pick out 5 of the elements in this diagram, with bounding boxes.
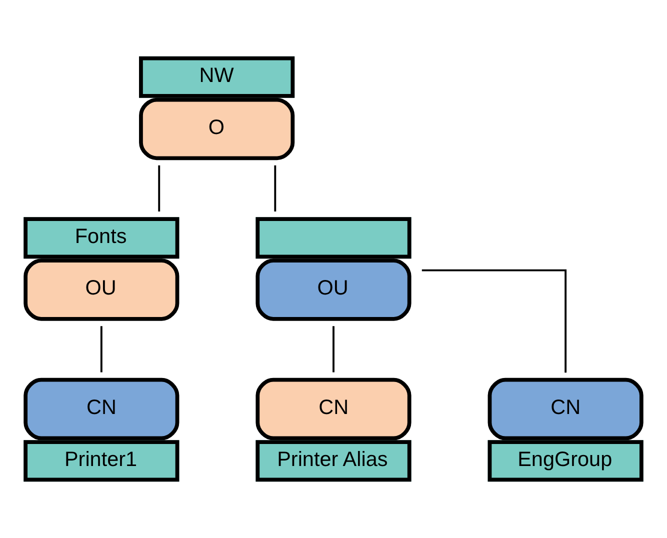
connector — [422, 269, 567, 373]
connector — [332, 326, 334, 372]
connector — [274, 165, 276, 212]
connector — [158, 165, 160, 212]
connector — [100, 326, 102, 372]
